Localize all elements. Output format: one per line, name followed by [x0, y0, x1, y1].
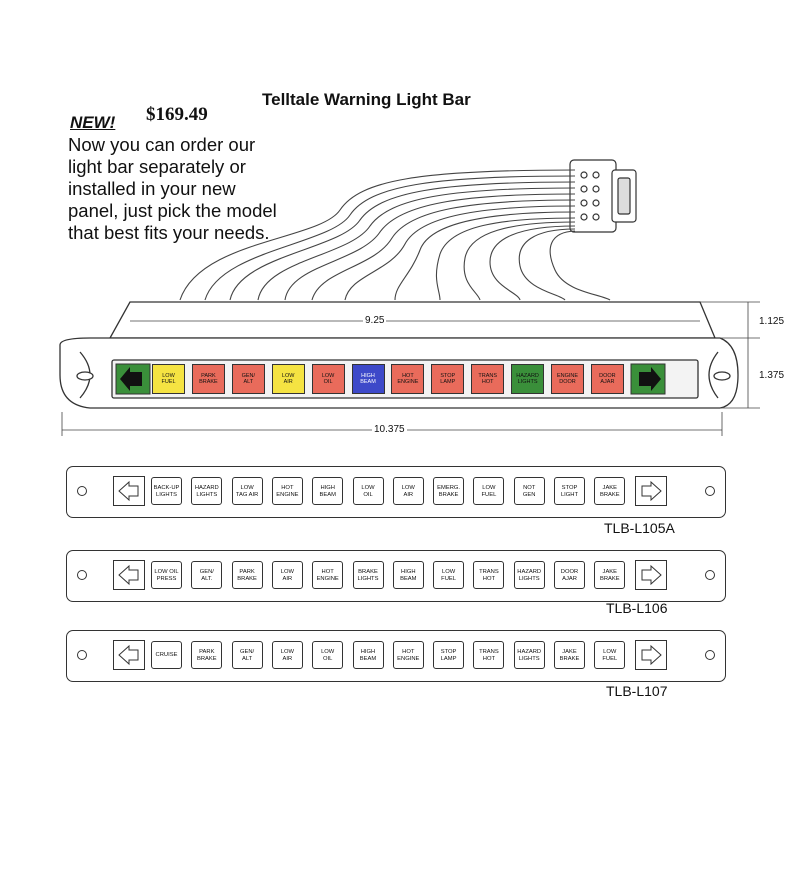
right-arrow-icon [635, 476, 667, 506]
light-bar-slot: ENGINE DOOR [551, 364, 584, 394]
model-strip-tlb-l106: LOW OIL PRESS GEN/ ALT. PARK BRAKE LOW AIR H… [66, 550, 726, 602]
blurb-line: light bar separately or [68, 156, 246, 177]
page-title: Telltale Warning Light Bar [262, 90, 471, 109]
dimension-lower-height: 1.375 [757, 370, 787, 381]
telltale-cell: HOT ENGINE [312, 561, 344, 589]
telltale-cell: GEN/ ALT [231, 641, 263, 669]
telltale-cell: LOW OIL [352, 477, 384, 505]
telltale-cell: HAZARD LIGHTS [191, 477, 223, 505]
mount-hole [705, 570, 715, 580]
dimension-upper-height: 1.125 [757, 316, 787, 327]
telltale-cell: LOW FUEL [433, 561, 465, 589]
telltale-cell: HOT ENGINE [392, 641, 424, 669]
telltale-cell: LOW AIR [392, 477, 424, 505]
mount-hole [77, 570, 87, 580]
light-bar-slot: GEN/ ALT [231, 364, 265, 394]
mount-hole [77, 486, 87, 496]
telltale-cell: LOW OIL PRESS [151, 561, 182, 589]
telltale-cell: BRAKE LIGHTS [352, 561, 384, 589]
light-bar-slot: LOW AIR [271, 364, 305, 394]
light-bar-slot: HIGH BEAM [351, 364, 385, 394]
telltale-cell: HAZARD LIGHTS [513, 641, 545, 669]
telltale-cell: EMERG. BRAKE [433, 477, 465, 505]
telltale-cell: LOW OIL [312, 641, 344, 669]
telltale-cell: HAZARD LIGHTS [513, 561, 545, 589]
light-bar-slot: HOT ENGINE [391, 364, 425, 394]
model-label: TLB-L107 [606, 683, 668, 699]
telltale-cell: HIGH BEAM [312, 477, 344, 505]
telltale-cell: LOW TAG AIR [231, 477, 263, 505]
telltale-cell: LOW FUEL [594, 641, 626, 669]
wire-harness [179, 169, 611, 301]
dimension-top-width: 9.25 [363, 315, 387, 326]
blurb-line: panel, just pick the model [68, 200, 277, 221]
telltale-cell: DOOR AJAR [554, 561, 585, 589]
left-arrow-icon [120, 367, 142, 391]
telltale-cell: LOW AIR [271, 641, 303, 669]
right-arrow-icon [635, 640, 667, 670]
telltale-cell: NOT GEN [513, 477, 545, 505]
telltale-cell: PARK BRAKE [191, 641, 223, 669]
telltale-cell: JAKE BRAKE [554, 641, 585, 669]
light-bar-slot: LOW OIL [311, 364, 345, 394]
right-arrow-icon [639, 367, 661, 391]
telltale-cell: HIGH BEAM [352, 641, 384, 669]
dimension-overall-width: 10.375 [372, 424, 407, 435]
mount-hole [77, 650, 87, 660]
telltale-cell: JAKE BRAKE [594, 561, 626, 589]
model-strip-tlb-l105a: BACK-UP LIGHTS HAZARD LIGHTS LOW TAG AIR HO… [66, 466, 726, 518]
telltale-cell: GEN/ ALT. [191, 561, 223, 589]
telltale-cell: CRUISE [151, 641, 182, 669]
mount-hole [705, 486, 715, 496]
wire-connector [569, 159, 637, 233]
telltale-cell: LOW AIR [271, 561, 303, 589]
telltale-cell: TRANS HOT [473, 641, 505, 669]
light-bar-slot: STOP LAMP [431, 364, 465, 394]
price: $169.49 [146, 104, 208, 125]
left-arrow-icon [113, 640, 145, 670]
telltale-cell: JAKE BRAKE [594, 477, 626, 505]
left-arrow-icon [113, 560, 145, 590]
right-arrow-icon [635, 560, 667, 590]
telltale-cell: LOW FUEL [473, 477, 505, 505]
telltale-cell: STOP LIGHT [554, 477, 585, 505]
telltale-cell: BACK-UP LIGHTS [151, 477, 182, 505]
light-bar-slot: DOOR AJAR [590, 364, 624, 394]
light-bar-slot: HAZARD LIGHTS [511, 364, 545, 394]
light-bar-slot: PARK BRAKE [191, 364, 225, 394]
light-bar-slot: TRANS HOT [471, 364, 505, 394]
model-strip-tlb-l107: CRUISE PARK BRAKE GEN/ ALT LOW AIR LOW OIL HI… [66, 630, 726, 682]
blurb-line: Now you can order our [68, 134, 256, 155]
telltale-cell: HOT ENGINE [271, 477, 303, 505]
blurb-line: that best fits your needs. [68, 222, 270, 243]
telltale-cell: STOP LAMP [433, 641, 465, 669]
model-label: TLB-L106 [606, 600, 668, 616]
telltale-cell: PARK BRAKE [231, 561, 263, 589]
left-arrow-icon [113, 476, 145, 506]
new-label: NEW! [70, 113, 116, 132]
blurb-line: installed in your new [68, 178, 236, 199]
mount-hole [705, 650, 715, 660]
model-label: TLB-L105A [604, 520, 675, 536]
telltale-cell: TRANS HOT [473, 561, 505, 589]
light-bar-slot: LOW FUEL [152, 364, 185, 394]
telltale-cell: HIGH BEAM [392, 561, 424, 589]
